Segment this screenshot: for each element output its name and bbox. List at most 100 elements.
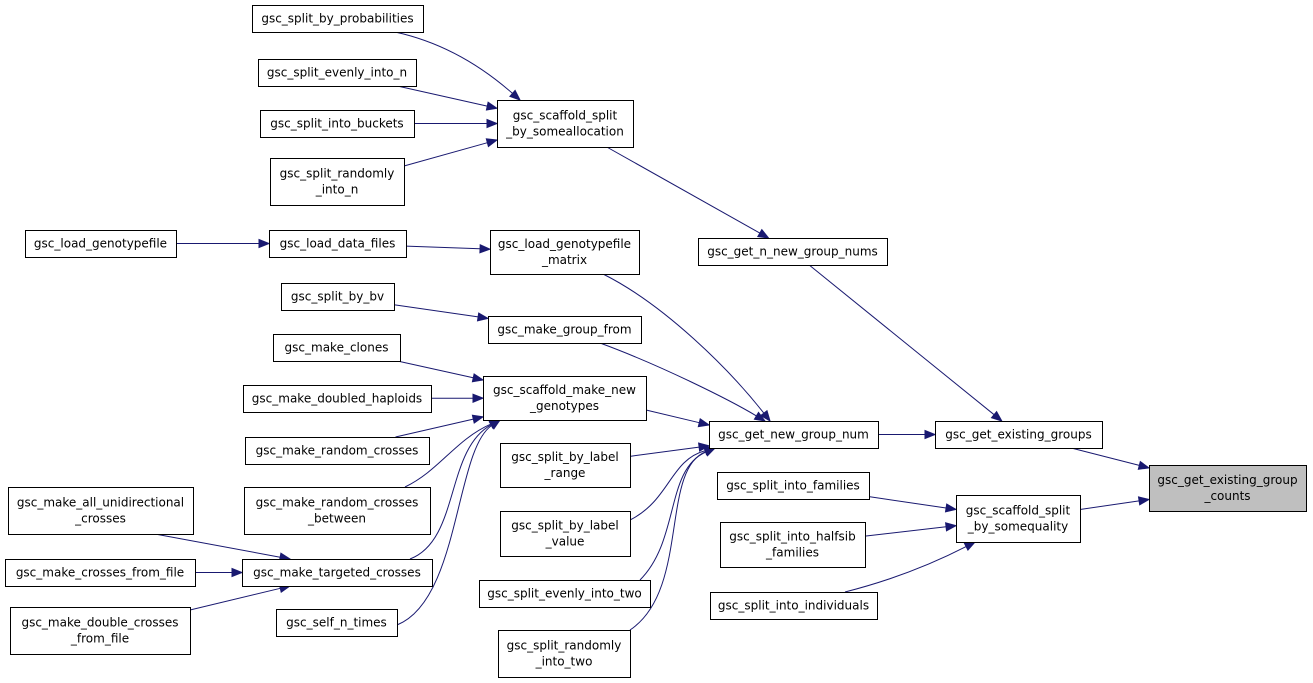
node-label: gsc_make_targeted_crosses [253, 566, 421, 580]
node-label: gsc_make_double_crosses [21, 616, 178, 630]
node-label: _by_somequality [967, 520, 1068, 534]
node-split-by-label-value[interactable]: gsc_split_by_label _value [500, 511, 631, 557]
node-load-genotypefile[interactable]: gsc_load_genotypefile [25, 230, 177, 258]
node-box [281, 283, 395, 311]
node-box [710, 592, 878, 620]
node-box [500, 511, 631, 557]
node-label: gsc_get_n_new_group_nums [707, 245, 878, 259]
node-label: gsc_scaffold_split [966, 504, 1071, 518]
node-box [498, 630, 631, 678]
node-label: _matrix [541, 253, 587, 267]
node-box [270, 158, 405, 206]
edge-make-random-crosses-to-scaffold-make-new-genotypes [395, 414, 485, 438]
node-label: gsc_make_crosses_from_file [16, 566, 184, 580]
node-get-existing-group-counts[interactable]: gsc_get_existing_group_counts [1149, 465, 1307, 512]
node-make-doubled-haploids[interactable]: gsc_make_doubled_haploids [243, 385, 432, 413]
node-split-into-individuals[interactable]: gsc_split_into_individuals [710, 592, 878, 620]
node-label: gsc_split_into_families [726, 479, 860, 493]
node-get-new-group-num[interactable]: gsc_get_new_group_num [709, 421, 879, 449]
edge-scaffold-split-by-somequality-to-get-existing-group-counts [1079, 496, 1151, 510]
node-box [488, 316, 642, 344]
edge-make-doubled-haploids-to-scaffold-make-new-genotypes [430, 393, 485, 403]
edge-get-n-new-group-nums-to-get-existing-groups [808, 264, 1003, 422]
node-box [244, 487, 431, 535]
node-label: _range [544, 466, 586, 480]
node-label: gsc_make_group_from [497, 323, 631, 337]
node-label: _value [545, 535, 585, 549]
node-make-targeted-crosses[interactable]: gsc_make_targeted_crosses [242, 559, 433, 587]
node-split-randomly-into-two[interactable]: gsc_split_randomly_into_two [498, 630, 631, 678]
node-label: gsc_split_evenly_into_n [267, 66, 407, 80]
node-label: _between [307, 512, 366, 526]
node-label: gsc_split_into_halfsib [729, 530, 855, 544]
node-label: gsc_get_existing_groups [945, 428, 1091, 442]
edge-split-into-families-to-scaffold-split-by-somequality [868, 496, 958, 513]
node-make-crosses-from-file[interactable]: gsc_make_crosses_from_file [5, 559, 196, 587]
edge-scaffold-split-by-someallocation-to-get-n-new-group-nums [606, 146, 770, 239]
node-box [8, 487, 194, 535]
node-scaffold-make-new-genotypes[interactable]: gsc_scaffold_make_new_genotypes [483, 376, 647, 421]
node-layer: gsc_split_by_probabilities gsc_split_even… [5, 5, 1307, 678]
node-label: gsc_load_genotypefile [498, 237, 631, 251]
node-label: gsc_load_data_files [280, 237, 396, 251]
edge-get-new-group-num-to-get-existing-groups [878, 429, 937, 440]
node-box [5, 559, 196, 587]
node-split-by-bv[interactable]: gsc_split_by_bv [281, 283, 395, 311]
node-split-into-buckets[interactable]: gsc_split_into_buckets [260, 110, 415, 138]
node-split-into-families[interactable]: gsc_split_into_families [717, 472, 870, 500]
edge-split-by-bv-to-make-group-from [393, 304, 490, 322]
node-box [479, 580, 651, 608]
node-get-existing-groups[interactable]: gsc_get_existing_groups [935, 421, 1103, 449]
node-label: _crosses [74, 512, 126, 526]
node-label: gsc_split_evenly_into_two [487, 587, 641, 601]
edge-self-n-times-to-scaffold-make-new-genotypes [396, 419, 502, 626]
node-box [483, 376, 647, 421]
node-scaffold-split-by-someallocation[interactable]: gsc_scaffold_split_by_someallocation [497, 100, 634, 148]
node-load-data-files[interactable]: gsc_load_data_files [269, 230, 407, 258]
node-box [273, 334, 401, 362]
node-label: gsc_make_random_crosses [256, 496, 419, 510]
node-label: gsc_split_into_individuals [718, 599, 869, 613]
node-label: gsc_make_clones [285, 341, 389, 355]
node-label: gsc_split_by_bv [291, 290, 384, 304]
node-label: gsc_scaffold_make_new [493, 383, 636, 397]
node-split-by-probabilities[interactable]: gsc_split_by_probabilities [252, 5, 424, 33]
node-split-evenly-into-two[interactable]: gsc_split_evenly_into_two [479, 580, 651, 608]
node-make-random-crosses-between[interactable]: gsc_make_random_crosses _between [244, 487, 431, 535]
node-label: gsc_split_randomly [280, 167, 395, 181]
node-make-double-crosses-from-file[interactable]: gsc_make_double_crosses _from_file [10, 607, 191, 655]
node-split-evenly-into-n[interactable]: gsc_split_evenly_into_n [258, 59, 417, 87]
node-label: gsc_split_by_probabilities [261, 12, 413, 26]
node-self-n-times[interactable]: gsc_self_n_times [276, 609, 398, 637]
edge-scaffold-make-new-genotypes-to-get-new-group-num [645, 409, 711, 428]
edge-layer [154, 31, 1151, 631]
node-split-by-label-range[interactable]: gsc_split_by_label _range [500, 443, 631, 488]
node-get-n-new-group-nums[interactable]: gsc_get_n_new_group_nums [698, 238, 888, 266]
node-split-randomly-into-n[interactable]: gsc_split_randomly _into_n [270, 158, 405, 206]
node-label: gsc_split_by_label [511, 450, 618, 464]
node-box [260, 110, 415, 138]
edge-split-randomly-into-n-to-scaffold-split-by-someallocation [403, 138, 499, 167]
edge-split-evenly-into-n-to-scaffold-split-by-someallocation [397, 85, 499, 111]
node-box [956, 495, 1081, 543]
node-scaffold-split-by-somequality[interactable]: gsc_scaffold_split _by_somequality [956, 495, 1081, 543]
node-label: _from_file [70, 632, 129, 646]
node-label: _into_n [315, 183, 359, 197]
node-split-into-halfsib-families[interactable]: gsc_split_into_halfsib _families [720, 522, 866, 568]
node-label: gsc_make_random_crosses [256, 444, 419, 458]
edge-split-by-label-range-to-get-new-group-num [629, 442, 711, 457]
node-label: gsc_split_randomly [507, 639, 622, 653]
node-label: gsc_split_by_label [511, 519, 618, 533]
edge-split-by-probabilities-to-scaffold-split-by-someallocation [394, 31, 522, 101]
node-make-all-unidirectional-crosses[interactable]: gsc_make_all_unidirectional _crosses [8, 487, 194, 535]
node-make-random-crosses[interactable]: gsc_make_random_crosses [245, 437, 430, 465]
node-label: _families [765, 546, 819, 560]
edge-make-all-unidirectional-crosses-to-make-targeted-crosses [154, 533, 292, 562]
node-make-clones[interactable]: gsc_make_clones [273, 334, 401, 362]
node-load-genotypefile-matrix[interactable]: gsc_load_genotypefile _matrix [490, 230, 640, 275]
node-label: gsc_make_all_unidirectional [17, 496, 184, 510]
node-box [10, 607, 191, 655]
node-box [500, 443, 631, 488]
node-make-group-from[interactable]: gsc_make_group_from [488, 316, 642, 344]
